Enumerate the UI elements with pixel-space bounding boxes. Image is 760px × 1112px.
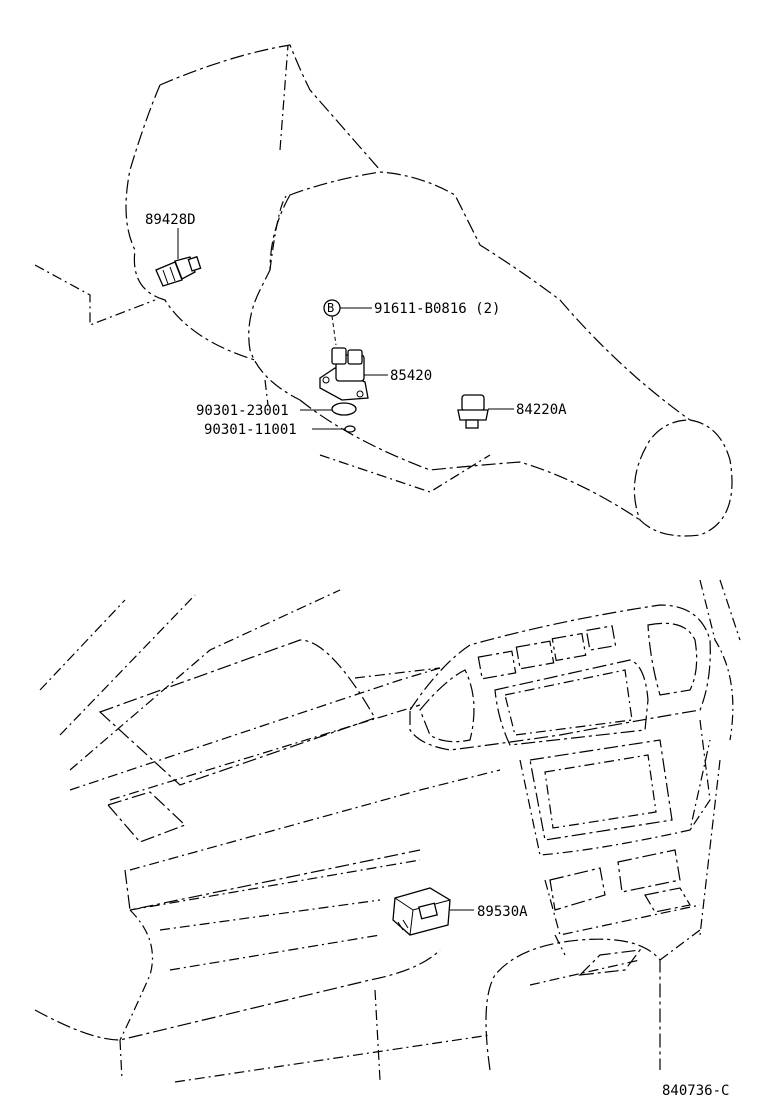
- label-85420: 85420: [390, 368, 432, 384]
- dashboard-outline: [34, 589, 501, 1083]
- oring-drawing: [312, 425, 356, 433]
- switch-84220A-drawing: [457, 394, 514, 429]
- label-91611-B0816: 91611-B0816 (2): [374, 301, 500, 317]
- ecu-89530A-drawing: [392, 887, 474, 936]
- sensor-85420-drawing: [319, 347, 388, 401]
- label-89428D: 89428D: [145, 212, 196, 228]
- label-90301-11001: 90301-11001: [204, 422, 297, 438]
- label-90301-23001: 90301-23001: [196, 403, 289, 419]
- sensor-89428D-drawing: [155, 228, 202, 287]
- bolt-symbol: B: [323, 299, 372, 346]
- label-89530A: 89530A: [477, 904, 528, 920]
- diagram-code: 840736-C: [662, 1083, 729, 1099]
- center-console-outline: [409, 579, 741, 1071]
- label-84220A: 84220A: [516, 402, 567, 418]
- bolt-symbol-letter: B: [327, 301, 334, 315]
- transmission-outline: [34, 44, 733, 537]
- gasket-drawing: [300, 402, 357, 416]
